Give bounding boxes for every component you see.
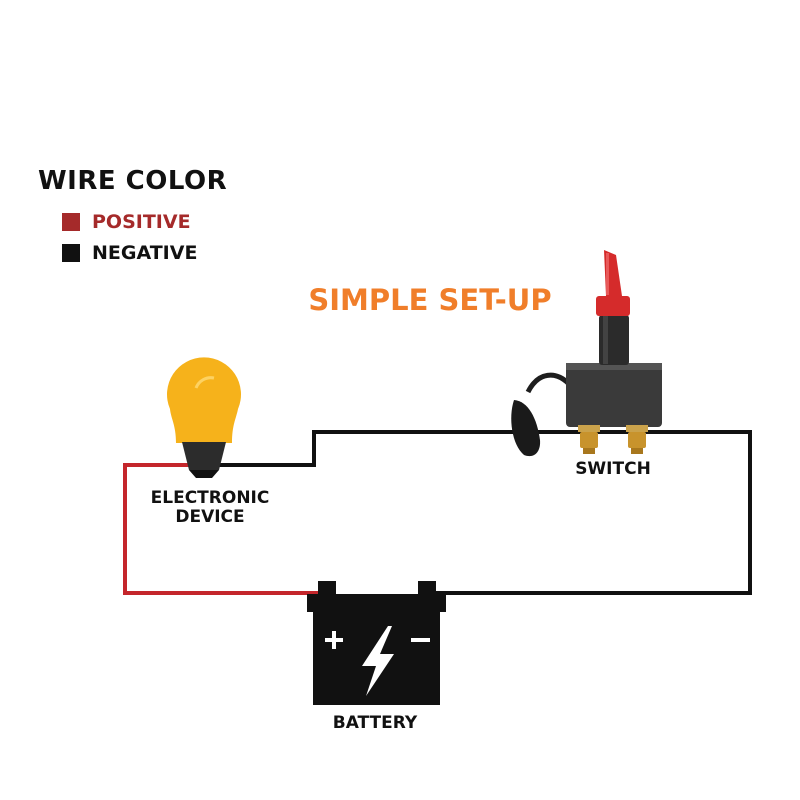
legend-item-negative: NEGATIVE xyxy=(62,241,197,265)
battery-disconnect-switch-icon xyxy=(511,250,662,457)
legend-title: WIRE COLOR xyxy=(38,166,228,196)
light-bulb-icon xyxy=(167,357,241,478)
legend-label-positive: POSITIVE xyxy=(92,211,191,233)
switch-label: SWITCH xyxy=(575,459,651,479)
device-label-line2: DEVICE xyxy=(175,507,245,527)
legend-label-negative: NEGATIVE xyxy=(92,242,198,264)
device-label-line1: ELECTRONIC xyxy=(150,488,270,508)
lightning-bolt-icon xyxy=(362,626,394,696)
legend-swatch-negative xyxy=(62,244,80,262)
diagram-title: SIMPLE SET-UP xyxy=(308,283,552,317)
device-label: ELECTRONIC DEVICE xyxy=(130,489,290,527)
battery-label: BATTERY xyxy=(332,713,418,733)
positive-wire xyxy=(123,463,326,595)
battery-icon xyxy=(307,581,446,705)
legend-item-positive: POSITIVE xyxy=(62,210,191,234)
legend-swatch-positive xyxy=(62,213,80,231)
